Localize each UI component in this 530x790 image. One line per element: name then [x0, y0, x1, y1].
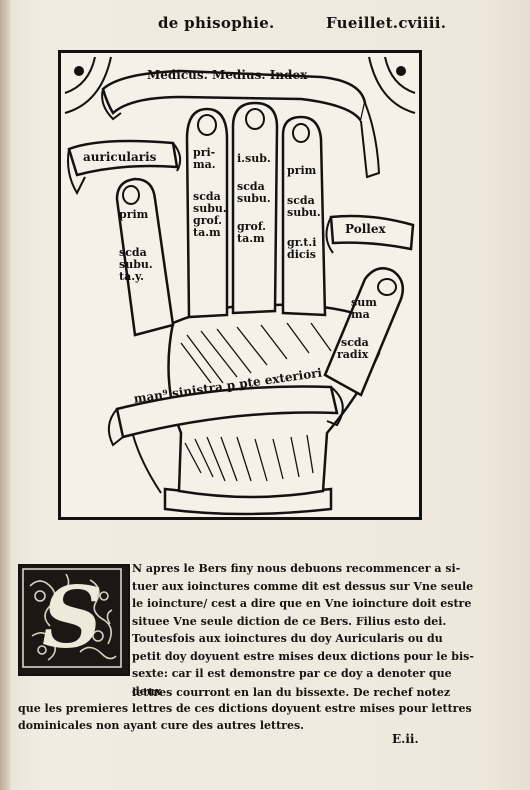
text-line: petit doy doyuent estre mises deux dicti…	[132, 649, 474, 663]
folio-number: Fueillet.cviiii.	[326, 14, 447, 32]
finger-label: subu.	[193, 202, 227, 215]
little-finger-labels: prim scda subu. ta.y.	[119, 209, 153, 283]
text-line: dominicales non ayant cure des autres le…	[18, 719, 304, 732]
index-finger-labels: prim scda subu. gr.t.i dicis	[287, 165, 321, 261]
finger-label: scda	[341, 336, 369, 349]
finger-label: prim	[287, 164, 317, 177]
finger-label: dicis	[287, 248, 316, 261]
text-line: N apres le Bers finy nous debuons recomm…	[132, 562, 461, 575]
finger-label: subu.	[119, 258, 153, 271]
text-line: situee Vne seule diction de ce Bers. Fil…	[132, 614, 447, 628]
page-gutter	[0, 0, 10, 790]
finger-label: ta.m	[193, 226, 221, 239]
finger-label: radix	[337, 348, 369, 361]
finger-label: ta.y.	[119, 270, 144, 283]
hand-drawing	[64, 56, 416, 516]
finger-label: scda	[237, 180, 265, 193]
running-head: de phisophie. Fueillet.cviiii.	[150, 14, 450, 36]
finger-label: pri-	[193, 146, 216, 159]
middle-finger-labels: i.sub. scda subu. grof. ta.m	[237, 153, 271, 245]
finger-label: gr.t.i	[287, 236, 317, 249]
text-line: que les premieres lettres de ces diction…	[18, 702, 472, 715]
finger-label: subu.	[237, 192, 271, 205]
finger-label: scda	[193, 190, 221, 203]
hand-woodcut-illustration: Medicus. Medius. Index auricularis Polle…	[58, 50, 422, 520]
initial-letter: S	[42, 568, 103, 667]
finger-label: scda	[287, 194, 315, 207]
initial-ornament	[22, 568, 122, 668]
finger-label: ma.	[193, 158, 216, 171]
finger-label: grof.	[237, 220, 266, 233]
thumb-labels: sum ma scda radix	[337, 296, 382, 361]
running-head-left: de phisophie.	[158, 14, 275, 32]
signature-mark: E.ii.	[392, 732, 419, 746]
text-line: lettres courront en lan du bissexte. De …	[132, 686, 451, 699]
text-line: le ioincture/ cest a dire que en Vne ioi…	[132, 597, 472, 610]
decorated-initial: S	[18, 564, 130, 676]
text-line: Toutesfois aux ioinctures du doy Auricul…	[132, 632, 443, 645]
finger-label: scda	[119, 246, 147, 259]
finger-label: grof.	[193, 214, 222, 227]
finger-label: prim	[119, 208, 149, 221]
finger-label: i.sub.	[237, 152, 271, 165]
left-banner-label: auricularis	[83, 150, 157, 164]
right-banner-label: Pollex	[345, 222, 386, 236]
finger-label: subu.	[287, 206, 321, 219]
body-paragraph: N apres le Bers finy nous debuons recomm…	[132, 560, 482, 700]
finger-label: sum	[351, 296, 377, 309]
finger-label: ta.m	[237, 232, 265, 245]
text-line: sexte: car il est demonstre par ce doy a…	[132, 667, 452, 698]
top-banner-label: Medicus. Medius. Index	[147, 68, 308, 82]
text-line: tuer aux ioinctures comme dit est dessus…	[132, 579, 474, 593]
ring-finger-labels: pri- ma. scda subu. grof. ta.m	[193, 147, 227, 239]
finger-label: ma	[351, 308, 370, 321]
